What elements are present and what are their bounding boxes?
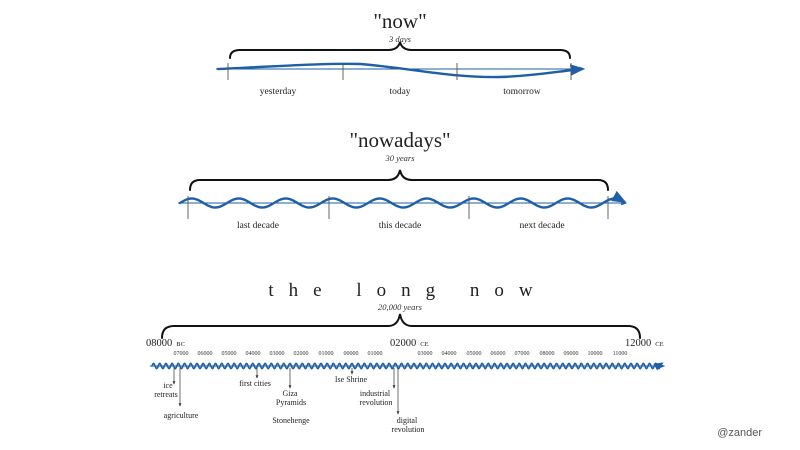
tick-label: 06000 [491,351,506,357]
tick-label: 08000 [540,351,555,357]
now-segment-today: today [389,87,410,97]
event-giza-pyramids: Giza Pyramids [276,389,306,407]
event-ice-retreats-line: retreats [154,390,178,399]
event-digital-revolution-line: revolution [392,425,425,434]
nowadays-wave [178,190,627,209]
event-industrial-revolution-line: revolution [360,398,393,407]
nowadays-title: "nowadays" [349,128,450,152]
middle-year: 02000 [390,338,416,349]
tick-label: 04000 [246,351,261,357]
nowadays-segment-next-decade: next decade [519,221,564,231]
middle-year-label: 02000 CE [390,338,429,349]
event-digital-revolution-line: digital [397,416,418,425]
event-giza-pyramids-line: Pyramids [276,398,306,407]
long-now-section: the long now 20,000 years 08000 BC 02000 C… [146,280,666,434]
tick-label: 02000 [294,351,309,357]
start-year-label: 08000 BC [146,338,185,349]
start-year: 08000 [146,338,172,349]
tick-label: 03000 [270,351,285,357]
now-duration: 3 days [388,34,412,44]
nowadays-section: "nowadays" 30 years last decade this dec… [178,128,628,231]
nowadays-segment-last-decade: last decade [237,221,279,231]
tick-label: 06000 [198,351,213,357]
tick-label: 00000 [344,351,359,357]
tick-label: 11000 [613,351,628,357]
tick-label: 10000 [588,351,603,357]
now-segment-tomorrow: tomorrow [503,87,541,97]
event-digital-revolution: digital revolution [392,416,425,434]
tick-label: 07000 [174,351,189,357]
end-year: 12000 [625,338,651,349]
now-title: "now" [373,9,426,33]
long-now-brace [161,313,641,339]
author-credit: @zander [717,427,762,439]
tick-label: 05000 [467,351,482,357]
event-first-cities: first cities [239,379,271,388]
tick-label: 03000 [418,351,433,357]
event-agriculture: agriculture [164,411,199,420]
event-stonehenge: Stonehenge [272,416,310,425]
event-ice-retreats: ice retreats [154,381,178,399]
now-segment-yesterday: yesterday [260,87,297,97]
start-era: BC [176,341,185,348]
tick-label: 01000 [319,351,334,357]
long-now-wave [151,362,664,371]
tick-label: 04000 [442,351,457,357]
event-ise-shrine: Ise Shrine [335,375,368,384]
tick-label: 09000 [564,351,579,357]
nowadays-duration: 30 years [384,153,415,163]
event-ice-retreats-line: ice [163,381,173,390]
event-industrial-revolution: industrial revolution [360,389,393,407]
end-era: CE [655,341,663,348]
event-industrial-revolution-line: industrial [360,389,391,398]
nowadays-brace [189,169,609,191]
tick-label: 05000 [222,351,237,357]
long-now-title: the long now [268,280,547,301]
event-giza-pyramids-line: Giza [282,389,298,398]
tick-label: 07000 [515,351,530,357]
long-now-duration: 20,000 years [378,302,423,312]
end-year-label: 12000 CE [625,338,664,349]
nowadays-segment-this-decade: this decade [379,221,421,231]
now-wave [216,62,585,79]
now-section: "now" 3 days yesterday today tomorrow [216,9,586,97]
now-brace [229,41,571,59]
tick-label: 01000 [368,351,383,357]
middle-era: CE [420,341,428,348]
